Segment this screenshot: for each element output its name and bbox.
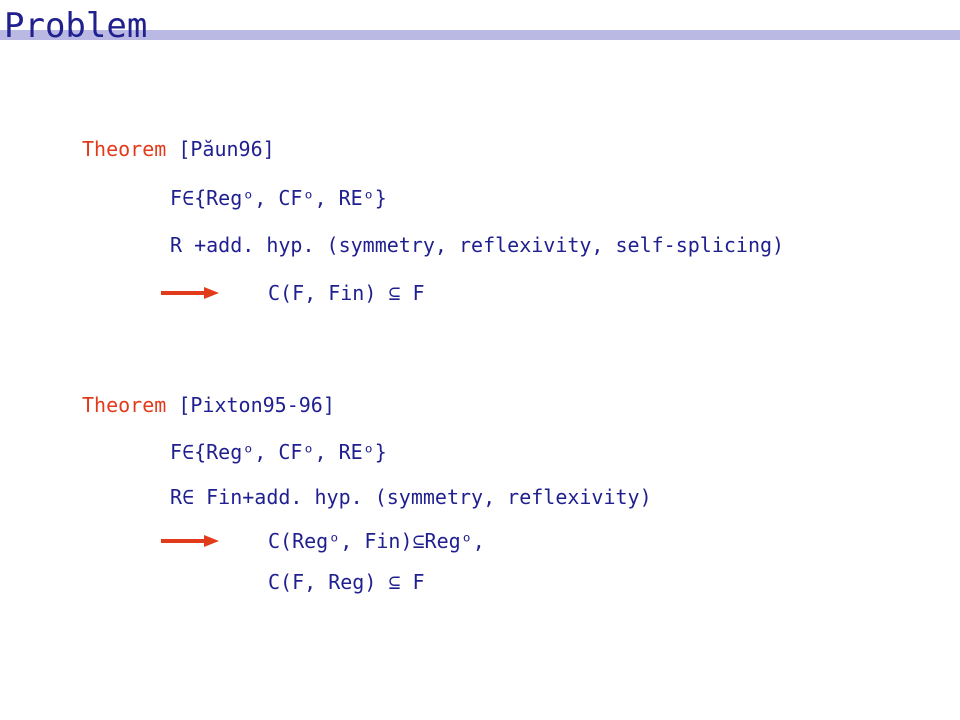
- theorem-1-family-line: F∈{Regᵒ, CFᵒ, REᵒ}: [170, 186, 387, 210]
- theorem-1-heading: Theorem [Păun96]: [82, 137, 275, 161]
- theorem-2-keyword: Theorem: [82, 393, 167, 417]
- theorem-2-hypothesis-line: R∈ Fin+add. hyp. (symmetry, reflexivity): [170, 485, 652, 509]
- theorem-1-citation: [Păun96]: [166, 137, 275, 161]
- implies-arrow-icon: [160, 534, 220, 548]
- theorem-1-keyword: Theorem: [82, 137, 167, 161]
- theorem-1-conclusion-line: C(F, Fin) ⊆ F: [268, 281, 425, 305]
- theorem-1-hypothesis-line: R +add. hyp. (symmetry, reflexivity, sel…: [170, 233, 785, 257]
- theorem-2-heading: Theorem [Pixton95-96]: [82, 393, 335, 417]
- theorem-2-conclusion-line-1: C(Regᵒ, Fin)⊆Regᵒ,: [268, 529, 485, 553]
- implies-arrow-icon: [160, 286, 220, 300]
- theorem-2-conclusion-line-2: C(F, Reg) ⊆ F: [268, 570, 425, 594]
- slide-title: Problem: [4, 6, 148, 46]
- theorem-2-citation: [Pixton95-96]: [166, 393, 335, 417]
- theorem-2-family-line: F∈{Regᵒ, CFᵒ, REᵒ}: [170, 440, 387, 464]
- title-bar: [0, 30, 960, 40]
